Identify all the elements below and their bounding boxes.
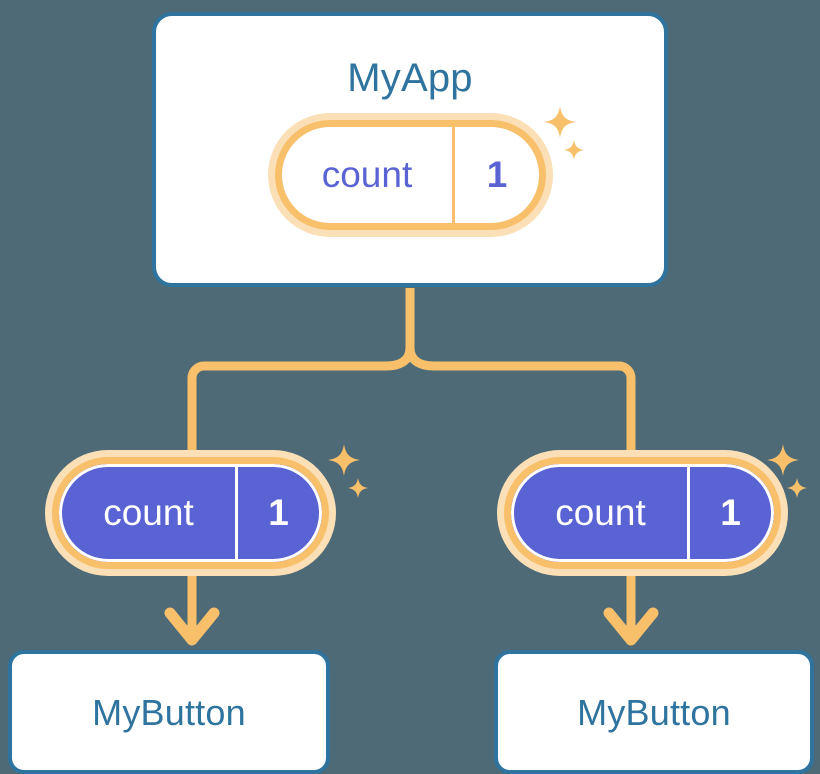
node-title-myapp: MyApp <box>347 56 473 100</box>
arrow-down-head-right <box>603 607 659 646</box>
state-pill-mybutton-right[interactable]: count 1 <box>504 457 781 569</box>
connector-branch-right <box>405 343 636 467</box>
node-card-mybutton-right[interactable]: MyButton <box>494 650 814 774</box>
state-pill-myapp[interactable]: count 1 <box>275 120 546 230</box>
state-pill-body: count 1 <box>504 457 781 569</box>
arrow-left-group <box>164 570 220 646</box>
state-pill-body: count 1 <box>52 457 329 569</box>
state-pill-inner: count 1 <box>511 464 774 562</box>
state-pill-inner: count 1 <box>59 464 322 562</box>
state-key: count <box>62 467 238 559</box>
arrow-right-group <box>603 570 659 646</box>
state-key: count <box>282 127 455 223</box>
state-value: 1 <box>720 492 741 533</box>
node-card-mybutton-left[interactable]: MyButton <box>8 650 330 774</box>
state-key: count <box>514 467 690 559</box>
state-pill-body: count 1 <box>275 120 546 230</box>
state-pill-mybutton-left[interactable]: count 1 <box>52 457 329 569</box>
arrow-down-head-left <box>164 607 220 646</box>
state-value: 1 <box>486 154 508 195</box>
connector-branch-left <box>187 343 415 467</box>
state-value: 1 <box>268 492 289 533</box>
node-title-mybutton-left: MyButton <box>92 692 246 733</box>
node-title-mybutton-right: MyButton <box>577 692 731 733</box>
